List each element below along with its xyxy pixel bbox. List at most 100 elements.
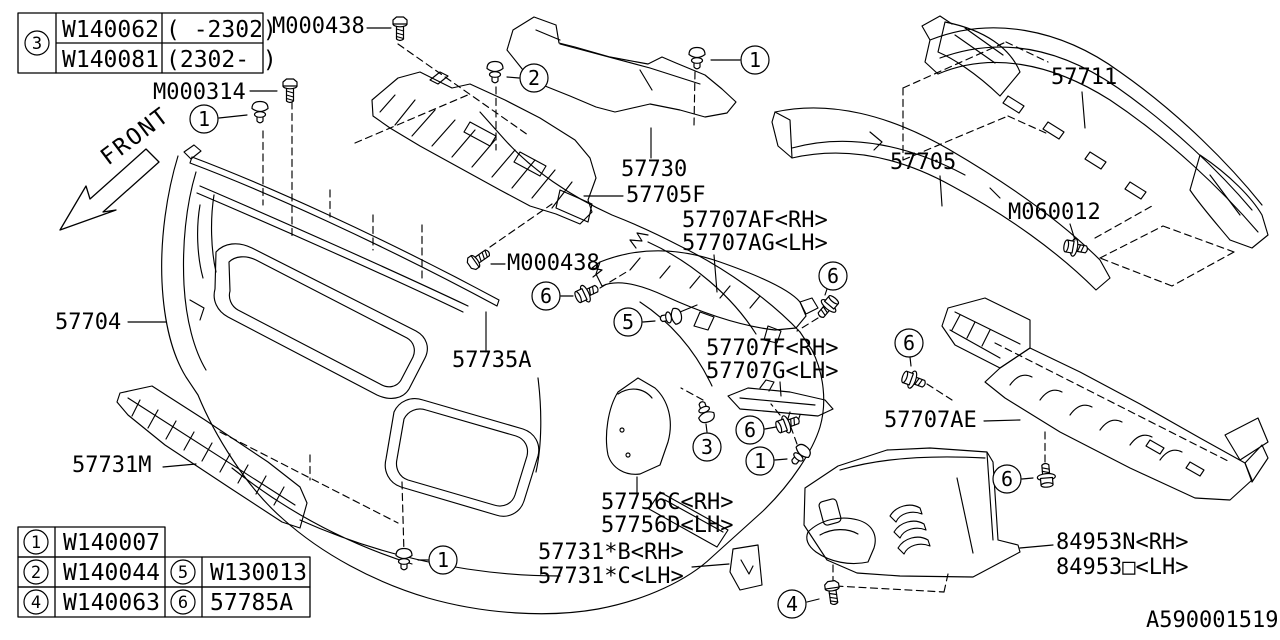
leader-lines bbox=[127, 27, 1086, 603]
bolt-icon bbox=[282, 78, 298, 104]
svg-text:1: 1 bbox=[437, 548, 449, 572]
callout-1[interactable]: 1 bbox=[740, 45, 770, 75]
callout-6[interactable]: 6 bbox=[531, 281, 561, 311]
table-cell[interactable]: W140007 bbox=[63, 530, 160, 556]
bolt-icon bbox=[823, 579, 842, 606]
ref-badge-1: 1 bbox=[23, 529, 49, 555]
ref-badge-4: 4 bbox=[23, 589, 49, 615]
diagram-line-art bbox=[116, 15, 1269, 615]
screw-icon bbox=[772, 410, 803, 437]
part-label-84953n-rh[interactable]: 84953N<RH> bbox=[1056, 530, 1188, 555]
part-art-57711 bbox=[921, 15, 1269, 249]
callouts: 1 2 1 6 5 6 6 3 6 1 4 6 1 bbox=[189, 45, 1022, 619]
part-labels: M000438 M000314 57730 57705F 57707AF<RH>… bbox=[55, 14, 1278, 633]
callout-2[interactable]: 2 bbox=[519, 63, 549, 93]
clip-icon bbox=[688, 46, 706, 70]
projection-lines bbox=[219, 41, 1235, 593]
part-label-m000438-mid[interactable]: M000438 bbox=[507, 251, 600, 276]
clip-icon bbox=[658, 306, 684, 328]
part-label-57756d-lh[interactable]: 57756D<LH> bbox=[601, 513, 733, 538]
callout-3[interactable]: 3 bbox=[692, 432, 722, 462]
ref-badge-2: 2 bbox=[23, 559, 49, 585]
screw-icon bbox=[898, 367, 929, 394]
ref-table-bottom: 1 2 4 5 6 W140007 W140044 W140063 W13001… bbox=[17, 526, 311, 618]
callout-6[interactable]: 6 bbox=[992, 464, 1022, 494]
bolt-icon bbox=[464, 245, 494, 272]
screw-icon bbox=[1061, 236, 1090, 260]
part-label-m000438-top[interactable]: M000438 bbox=[272, 14, 365, 39]
screw-icon bbox=[571, 279, 603, 307]
callout-4[interactable]: 4 bbox=[777, 589, 807, 619]
table-cell: ( -2302) bbox=[166, 17, 277, 43]
front-indicator: FRONT bbox=[59, 102, 175, 231]
clip-icon bbox=[693, 398, 717, 426]
callout-1[interactable]: 1 bbox=[428, 545, 458, 575]
part-label-57730[interactable]: 57730 bbox=[621, 157, 687, 182]
callout-5[interactable]: 5 bbox=[613, 307, 643, 337]
callout-6[interactable]: 6 bbox=[735, 415, 765, 445]
clip-icon bbox=[251, 100, 269, 124]
svg-text:6: 6 bbox=[1001, 467, 1013, 491]
part-label-57707f-rh[interactable]: 57707F<RH> bbox=[706, 336, 838, 361]
table-cell[interactable]: W140062 bbox=[62, 17, 159, 43]
callout-1[interactable]: 1 bbox=[189, 104, 219, 134]
callout-6[interactable]: 6 bbox=[894, 328, 924, 358]
callout-6[interactable]: 6 bbox=[818, 261, 848, 291]
part-art-57731m bbox=[116, 385, 308, 529]
front-arrow-icon bbox=[59, 148, 160, 231]
part-label-57707g-lh[interactable]: 57707G<LH> bbox=[706, 359, 838, 384]
part-art-84953 bbox=[803, 447, 1021, 578]
table-cell[interactable]: 57785A bbox=[210, 590, 293, 616]
ref-badge-3: 3 bbox=[24, 30, 50, 56]
part-label-57707ag-lh[interactable]: 57707AG<LH> bbox=[682, 231, 828, 256]
svg-text:6: 6 bbox=[827, 264, 839, 288]
part-label-57731b-rh[interactable]: 57731*B<RH> bbox=[538, 540, 684, 565]
table-cell[interactable]: W130013 bbox=[210, 560, 307, 586]
part-label-57705f[interactable]: 57705F bbox=[626, 183, 705, 208]
part-art-57707af bbox=[591, 232, 819, 344]
part-label-57707ae[interactable]: 57707AE bbox=[884, 408, 977, 433]
part-label-m000314[interactable]: M000314 bbox=[153, 80, 246, 105]
svg-text:4: 4 bbox=[786, 592, 798, 616]
part-art-57735a bbox=[183, 144, 500, 313]
svg-text:2: 2 bbox=[31, 563, 41, 583]
svg-text:5: 5 bbox=[622, 310, 634, 334]
bolt-icon bbox=[392, 16, 408, 42]
table-cell[interactable]: W140081 bbox=[62, 47, 159, 73]
part-art-57705 bbox=[771, 107, 1111, 291]
table-cell: (2302- ) bbox=[166, 47, 277, 73]
svg-text:5: 5 bbox=[178, 563, 188, 583]
part-art-57730 bbox=[506, 16, 737, 118]
part-label-57735a[interactable]: 57735A bbox=[452, 348, 531, 373]
ref-table-top: 3 W140062 ( -2302) W140081 (2302- ) bbox=[17, 12, 277, 74]
svg-text:6: 6 bbox=[540, 284, 552, 308]
svg-text:6: 6 bbox=[178, 593, 188, 613]
svg-text:3: 3 bbox=[32, 34, 42, 54]
part-art-57705f bbox=[371, 71, 597, 225]
svg-text:1: 1 bbox=[749, 48, 761, 72]
callout-1[interactable]: 1 bbox=[745, 446, 775, 476]
part-label-57704[interactable]: 57704 bbox=[55, 310, 121, 335]
part-art-57731b bbox=[729, 544, 763, 591]
table-cell[interactable]: W140044 bbox=[63, 560, 160, 586]
part-label-57707af-rh[interactable]: 57707AF<RH> bbox=[682, 208, 828, 233]
front-label: FRONT bbox=[96, 102, 175, 170]
part-label-57756c-rh[interactable]: 57756C<RH> bbox=[601, 490, 733, 515]
ref-badge-5: 5 bbox=[170, 559, 196, 585]
clip-icon bbox=[486, 60, 504, 84]
part-label-57731c-lh[interactable]: 57731*C<LH> bbox=[538, 564, 684, 589]
svg-text:1: 1 bbox=[31, 533, 41, 553]
part-label-57705[interactable]: 57705 bbox=[890, 150, 956, 175]
part-label-84953o-lh[interactable]: 84953□<LH> bbox=[1056, 555, 1188, 580]
table-cell[interactable]: W140063 bbox=[63, 590, 160, 616]
part-label-m060012[interactable]: M060012 bbox=[1008, 200, 1101, 225]
diagram-code: A590001519 bbox=[1146, 608, 1278, 633]
part-art-57704 bbox=[161, 111, 825, 615]
part-art-57756c bbox=[605, 377, 671, 475]
svg-text:6: 6 bbox=[903, 331, 915, 355]
part-label-57711[interactable]: 57711 bbox=[1051, 65, 1117, 90]
part-label-57731m[interactable]: 57731M bbox=[72, 453, 151, 478]
clip-icon bbox=[786, 441, 814, 469]
